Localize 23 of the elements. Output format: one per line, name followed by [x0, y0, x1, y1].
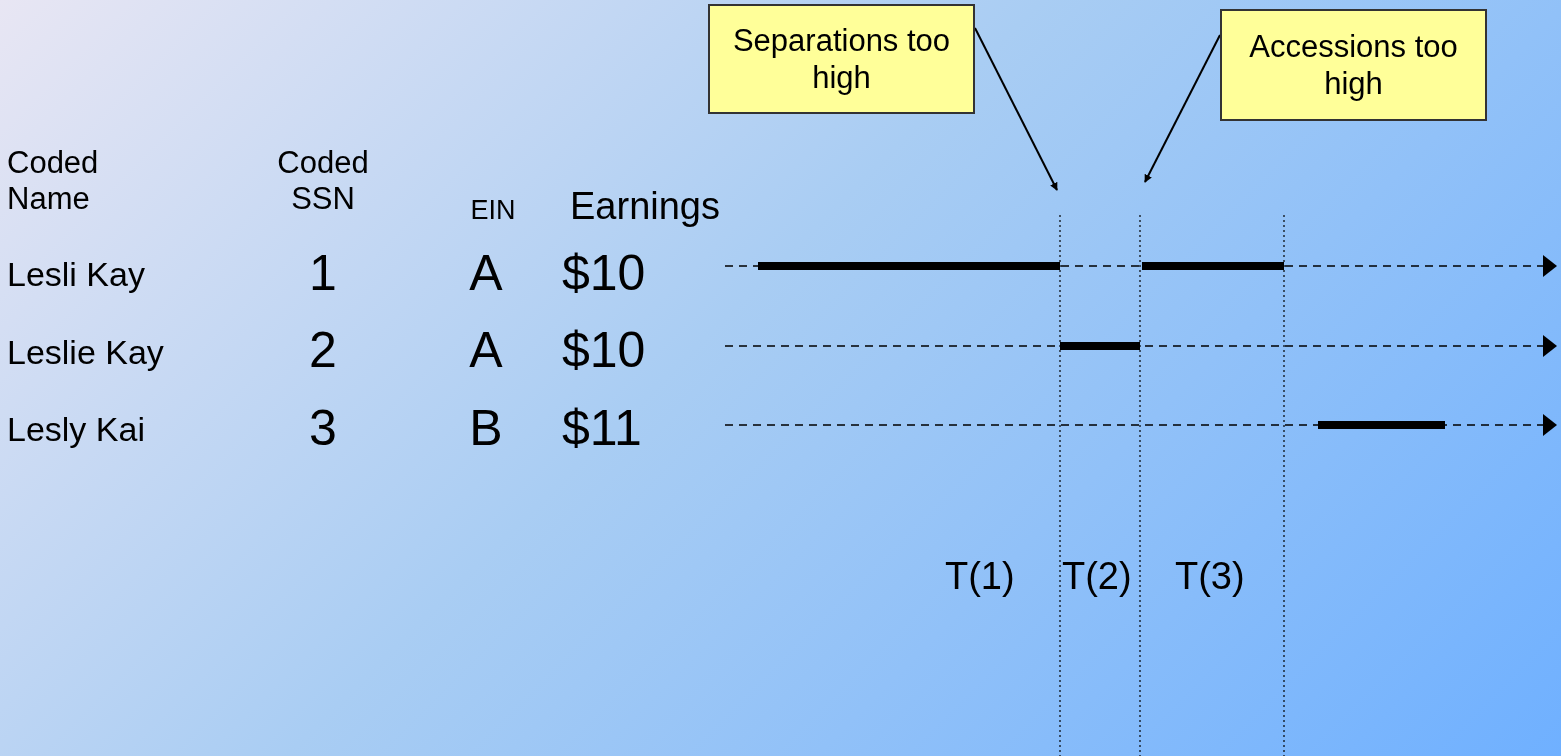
arrow — [974, 27, 1058, 191]
ssn-text: 1 — [309, 245, 337, 303]
ein-text: B — [469, 400, 503, 458]
earnings-text: $10 — [562, 322, 646, 380]
arrow — [1144, 34, 1221, 183]
time-label: T(1) — [945, 555, 1015, 599]
name-text: Lesli Kay — [7, 255, 145, 295]
ein-text: A — [469, 322, 503, 380]
column-header: Coded SSN — [276, 145, 370, 217]
ein-text: A — [469, 245, 503, 303]
column-header: EIN — [469, 195, 517, 227]
callout-box: Accessions too high — [1220, 9, 1487, 121]
earnings-text: $10 — [562, 245, 646, 303]
time-label: T(3) — [1175, 555, 1245, 599]
earnings-text: $11 — [562, 400, 642, 458]
callout-box: Separations too high — [708, 4, 975, 114]
time-label: T(2) — [1062, 555, 1132, 599]
column-header: Coded Name — [7, 145, 100, 217]
ssn-text: 3 — [309, 400, 337, 458]
name-text: Lesly Kai — [7, 410, 145, 450]
column-header: Earnings — [570, 185, 721, 229]
name-text: Leslie Kay — [7, 333, 164, 373]
ssn-text: 2 — [309, 322, 337, 380]
